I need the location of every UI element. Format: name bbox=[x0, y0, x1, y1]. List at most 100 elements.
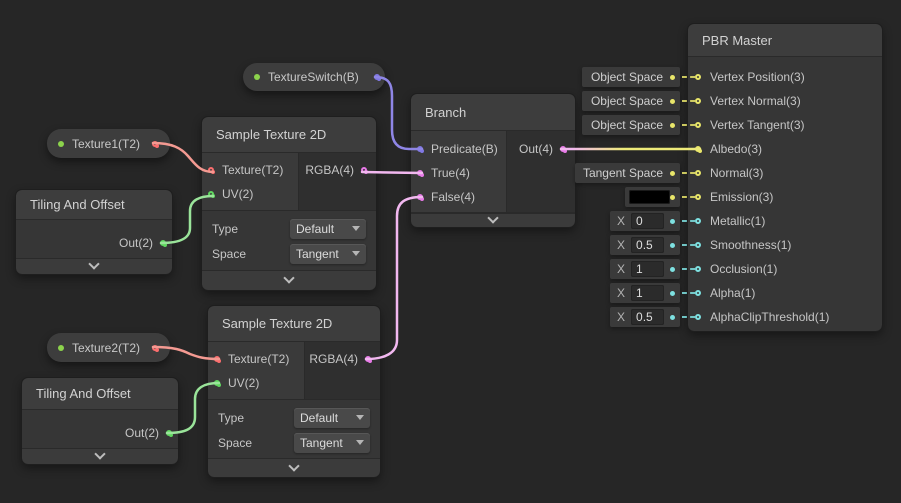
x-component-label: X bbox=[617, 214, 626, 228]
port-label: Vertex Tangent(3) bbox=[710, 118, 805, 132]
type-dropdown[interactable]: Default bbox=[294, 407, 370, 428]
collapse-button[interactable] bbox=[411, 212, 575, 227]
branch-out-output-port[interactable] bbox=[560, 146, 567, 153]
sample1-rgba-output-port[interactable] bbox=[361, 167, 368, 174]
emission-input-port[interactable] bbox=[695, 194, 701, 200]
node-title[interactable]: Tiling And Offset bbox=[16, 190, 172, 220]
port-label: Occlusion(1) bbox=[710, 262, 778, 276]
emission-color-swatch[interactable] bbox=[629, 190, 670, 204]
albedo-input-port[interactable] bbox=[695, 146, 702, 153]
collapse-button[interactable] bbox=[16, 258, 172, 274]
tiling1-out-port[interactable] bbox=[160, 240, 167, 247]
port-label: Out(2) bbox=[118, 236, 153, 250]
port-label: Alpha(1) bbox=[710, 286, 756, 300]
property-node-textureswitch[interactable]: TextureSwitch(B) bbox=[243, 63, 385, 91]
collapse-button[interactable] bbox=[208, 458, 380, 477]
node-pbr-master[interactable]: PBR Master Vertex Position(3) Vertex Nor… bbox=[687, 23, 883, 332]
occlusion-value-input[interactable]: 1 bbox=[631, 261, 664, 277]
vertex-normal-input-port[interactable] bbox=[695, 98, 701, 104]
metallic-value-input[interactable]: 0 bbox=[631, 213, 664, 229]
occlusion-default-field[interactable]: X 1 bbox=[610, 259, 680, 279]
property-node-texture2[interactable]: Texture2(T2) bbox=[47, 333, 170, 362]
node-tiling-and-offset-1[interactable]: Tiling And Offset Out(2) bbox=[15, 189, 173, 275]
default-connector bbox=[682, 220, 695, 222]
default-connector bbox=[682, 124, 695, 126]
port-label: Vertex Position(3) bbox=[710, 70, 805, 84]
node-sample-texture-2d-1[interactable]: Sample Texture 2D Texture(T2) UV(2) RGBA… bbox=[201, 116, 377, 291]
normal-space-field[interactable]: Tangent Space bbox=[575, 163, 680, 183]
normal-input-port[interactable] bbox=[695, 170, 701, 176]
port-label: Out(4) bbox=[518, 142, 553, 156]
sample2-texture-input-port[interactable] bbox=[214, 356, 221, 363]
widget-port-dot bbox=[670, 98, 675, 104]
chevron-down-icon bbox=[288, 459, 300, 472]
widget-port-dot bbox=[670, 242, 675, 248]
port-label: UV(2) bbox=[228, 376, 260, 390]
node-title[interactable]: Sample Texture 2D bbox=[202, 117, 376, 153]
smoothness-value-input[interactable]: 0.5 bbox=[631, 237, 664, 253]
node-branch[interactable]: Branch Predicate(B) True(4) False(4) Out… bbox=[410, 93, 576, 228]
branch-predicate-input-port[interactable] bbox=[417, 146, 424, 153]
sample2-rgba-output-port[interactable] bbox=[365, 356, 372, 363]
node-title-label: Sample Texture 2D bbox=[222, 316, 333, 331]
branch-true-input-port[interactable] bbox=[417, 170, 424, 177]
branch-false-input-port[interactable] bbox=[417, 194, 424, 201]
vertex-tangent-input-port[interactable] bbox=[695, 122, 701, 128]
alpha-input-port[interactable] bbox=[695, 290, 701, 296]
space-value: Object Space bbox=[590, 70, 663, 84]
node-title[interactable]: Sample Texture 2D bbox=[208, 306, 380, 342]
x-component-label: X bbox=[617, 262, 626, 276]
sample1-texture-input-port[interactable] bbox=[208, 167, 215, 174]
node-title-label: Branch bbox=[425, 104, 467, 120]
node-tiling-and-offset-2[interactable]: Tiling And Offset Out(2) bbox=[21, 377, 179, 465]
textureswitch-output-port[interactable] bbox=[374, 74, 381, 81]
space-dropdown[interactable]: Tangent bbox=[294, 432, 370, 453]
metallic-input-port[interactable] bbox=[695, 218, 701, 224]
node-title[interactable]: Branch bbox=[411, 94, 575, 131]
vertex-position-input-port[interactable] bbox=[695, 74, 701, 80]
smoothness-default-field[interactable]: X 0.5 bbox=[610, 235, 680, 255]
occlusion-input-port[interactable] bbox=[695, 266, 701, 272]
metallic-default-field[interactable]: X 0 bbox=[610, 211, 680, 231]
chevron-down-icon bbox=[487, 212, 499, 224]
port-label: Normal(3) bbox=[710, 166, 764, 180]
collapse-button[interactable] bbox=[202, 270, 376, 290]
collapse-button[interactable] bbox=[22, 448, 178, 464]
sample2-uv-input-port[interactable] bbox=[214, 380, 221, 387]
dropdown-arrow-icon bbox=[356, 415, 364, 420]
port-label: Predicate(B) bbox=[431, 142, 498, 156]
vertex-normal-space-field[interactable]: Object Space bbox=[582, 91, 680, 111]
property-node-texture1[interactable]: Texture1(T2) bbox=[47, 129, 170, 158]
port-label: Albedo(3) bbox=[710, 142, 763, 156]
default-connector bbox=[682, 292, 695, 294]
default-connector bbox=[682, 76, 695, 78]
alphaclipthreshold-default-field[interactable]: X 0.5 bbox=[610, 307, 680, 327]
node-title[interactable]: Tiling And Offset bbox=[22, 378, 178, 410]
exposed-property-dot bbox=[58, 344, 64, 351]
space-dropdown[interactable]: Tangent bbox=[290, 243, 366, 264]
smoothness-input-port[interactable] bbox=[695, 242, 701, 248]
alpha-value-input[interactable]: 1 bbox=[631, 285, 664, 301]
texture1-output-port[interactable] bbox=[152, 140, 159, 148]
sample1-uv-input-port[interactable] bbox=[208, 191, 215, 198]
vertex-position-space-field[interactable]: Object Space bbox=[582, 67, 680, 87]
emission-color-field[interactable] bbox=[625, 187, 680, 207]
node-title[interactable]: PBR Master bbox=[688, 24, 882, 57]
port-label: Metallic(1) bbox=[710, 214, 766, 228]
node-sample-texture-2d-2[interactable]: Sample Texture 2D Texture(T2) UV(2) RGBA… bbox=[207, 305, 381, 478]
alphaclipthreshold-input-port[interactable] bbox=[695, 314, 701, 320]
port-label: UV(2) bbox=[222, 187, 254, 201]
dropdown-arrow-icon bbox=[352, 251, 360, 256]
vertex-tangent-space-field[interactable]: Object Space bbox=[582, 115, 680, 135]
alpha-default-field[interactable]: X 1 bbox=[610, 283, 680, 303]
dropdown-value: Default bbox=[300, 410, 339, 425]
type-dropdown[interactable]: Default bbox=[290, 218, 366, 239]
alphaclipthreshold-value-input[interactable]: 0.5 bbox=[631, 309, 664, 325]
tiling2-out-port[interactable] bbox=[166, 430, 173, 437]
chevron-down-icon bbox=[283, 272, 295, 284]
node-title-label: Sample Texture 2D bbox=[216, 127, 327, 142]
space-value: Object Space bbox=[590, 94, 663, 108]
widget-port-dot bbox=[670, 314, 675, 320]
texture2-output-port[interactable] bbox=[152, 344, 159, 352]
